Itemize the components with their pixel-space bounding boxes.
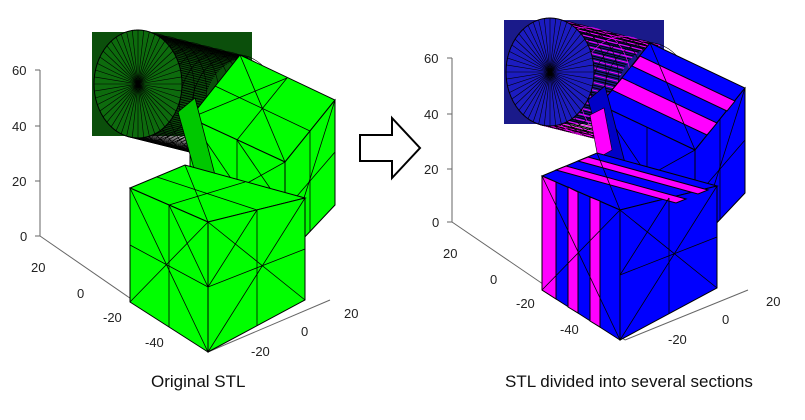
left-panel: 60 40 20 0 20 0 -20 -40 20 0 -20: [12, 29, 358, 359]
left-y-tick: 0: [77, 286, 84, 301]
right-y-tick: 20: [443, 246, 457, 261]
left-x-tick: -20: [251, 344, 270, 359]
left-z-tick: 0: [20, 229, 27, 244]
right-x-tick: 0: [722, 312, 729, 327]
left-lower-box: [128, 164, 307, 353]
right-lower-box: [540, 152, 719, 341]
right-y-tick: -40: [560, 322, 579, 337]
right-z-tick: 0: [432, 215, 439, 230]
left-z-tick: 40: [12, 119, 26, 134]
right-y-tick: -20: [516, 296, 535, 311]
right-arrow-icon: [359, 115, 422, 181]
right-panel: 60 40 20 0 20 0 -20 -40 20 0 -20: [424, 17, 780, 347]
right-cylinder: [504, 17, 693, 154]
right-z-tick: 20: [424, 162, 438, 177]
right-z-tick: 40: [424, 107, 438, 122]
left-y-tick: -20: [103, 310, 122, 325]
left-x-tick: 0: [301, 324, 308, 339]
left-z-tick: 20: [12, 174, 26, 189]
left-z-tick: 60: [12, 63, 26, 78]
left-y-tick: -40: [145, 335, 164, 350]
right-x-tick: 20: [766, 294, 780, 309]
right-y-tick: 0: [490, 272, 497, 287]
right-z-tick: 60: [424, 51, 438, 66]
left-y-tick: 20: [31, 260, 45, 275]
right-caption: STL divided into several sections: [505, 372, 753, 391]
right-x-tick: -20: [668, 332, 687, 347]
left-caption: Original STL: [151, 372, 246, 391]
left-x-tick: 20: [344, 306, 358, 321]
